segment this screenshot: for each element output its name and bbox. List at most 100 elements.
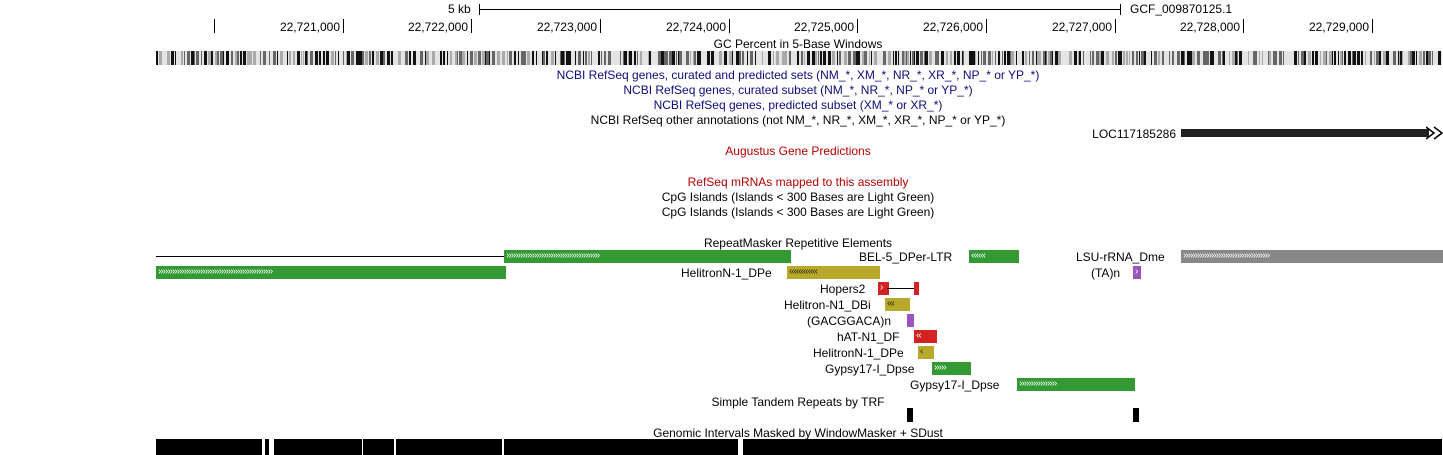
- gene-feature[interactable]: [1181, 129, 1429, 137]
- repeat-label-hat[interactable]: hAT-N1_DF: [837, 330, 900, 344]
- gc-window-bar: [502, 51, 505, 65]
- gc-window-bar: [220, 51, 223, 65]
- gc-window-bar: [1298, 51, 1299, 65]
- gc-window-bar: [1118, 51, 1119, 65]
- gc-percent-track[interactable]: [156, 51, 1442, 65]
- repeat-feature-ltr-left[interactable]: ››››››››››››››››››››››››››››››››››››››››…: [156, 266, 506, 279]
- repeat-feature-gacggaca[interactable]: [907, 314, 914, 327]
- track-title-gc-percent[interactable]: GC Percent in 5-Base Windows: [713, 37, 883, 51]
- track-title-refseq-other[interactable]: NCBI RefSeq other annotations (not NM_*,…: [590, 113, 1006, 127]
- repeat-connector-line: [156, 256, 506, 257]
- gc-window-bar: [1248, 51, 1249, 65]
- track-title-cpg-islands-2[interactable]: CpG Islands (Islands < 300 Bases are Lig…: [661, 205, 935, 219]
- ruler-position-label: 22,729,000: [1308, 20, 1369, 34]
- gc-window-bar: [208, 51, 211, 65]
- gc-window-bar: [862, 51, 864, 65]
- windowmasker-interval[interactable]: [363, 439, 394, 455]
- repeat-feature-hopers2-b[interactable]: [914, 282, 919, 295]
- repeat-label-helitron-2[interactable]: HelitronN-1_DPe: [813, 346, 904, 360]
- repeat-feature-gypsy-2[interactable]: ››››››››››››››››: [1017, 378, 1135, 391]
- gc-window-bar: [1002, 51, 1003, 65]
- gc-window-bar: [546, 51, 547, 65]
- gc-window-bar: [338, 51, 339, 65]
- track-title-augustus[interactable]: Augustus Gene Predictions: [725, 144, 871, 158]
- track-title-refseq-all[interactable]: NCBI RefSeq genes, curated and predicted…: [556, 68, 1040, 82]
- repeat-label-gacggaca[interactable]: (GACGGACA)n: [807, 314, 892, 328]
- repeat-feature-lsu[interactable]: ›››››››››››››››››››››››››››››››››››››: [1181, 250, 1443, 263]
- gc-window-bar: [1259, 51, 1260, 65]
- gc-window-bar: [628, 51, 629, 65]
- repeat-label-helitron[interactable]: HelitronN-1_DPe: [681, 266, 772, 280]
- gc-window-bar: [1074, 51, 1077, 65]
- gc-window-bar: [929, 51, 930, 65]
- gc-window-bar: [1237, 51, 1238, 65]
- windowmasker-interval[interactable]: [743, 439, 1442, 455]
- repeat-label-helitron-dbi[interactable]: Helitron-N1_DBi: [784, 298, 871, 312]
- windowmasker-interval[interactable]: [156, 439, 262, 455]
- gc-window-bar: [661, 51, 664, 65]
- repeat-feature-helitron-2[interactable]: ‹: [918, 346, 934, 359]
- repeat-label-ta[interactable]: (TA)n: [1091, 266, 1121, 280]
- windowmasker-interval[interactable]: [265, 439, 269, 455]
- track-title-refseq-predicted[interactable]: NCBI RefSeq genes, predicted subset (XM_…: [653, 98, 943, 112]
- track-title-cpg-islands[interactable]: CpG Islands (Islands < 300 Bases are Lig…: [661, 190, 935, 204]
- track-title-refseq-curated[interactable]: NCBI RefSeq genes, curated subset (NM_*,…: [623, 83, 973, 97]
- gc-window-bar: [568, 51, 571, 65]
- repeat-label-gypsy-2[interactable]: Gypsy17-I_Dpse: [910, 378, 1000, 392]
- gc-window-bar: [1352, 51, 1353, 65]
- gc-window-bar: [1011, 51, 1014, 65]
- repeat-label-gypsy-1[interactable]: Gypsy17-I_Dpse: [825, 362, 915, 376]
- gc-window-bar: [1197, 51, 1200, 65]
- track-title-refseq-mrna[interactable]: RefSeq mRNAs mapped to this assembly: [687, 175, 909, 189]
- gc-window-bar: [815, 51, 817, 65]
- gc-window-bar: [1090, 51, 1091, 65]
- track-title-windowmasker[interactable]: Genomic Intervals Masked by WindowMasker…: [653, 426, 943, 440]
- windowmasker-interval[interactable]: [504, 439, 738, 455]
- gc-window-bar: [231, 51, 233, 65]
- gc-window-bar: [742, 51, 744, 65]
- repeat-feature-hopers2-a[interactable]: ›: [878, 282, 889, 295]
- gc-window-bar: [1151, 51, 1152, 65]
- gc-window-bar: [797, 51, 799, 65]
- repeat-label-bel5[interactable]: BEL-5_DPer-LTR: [859, 250, 953, 264]
- gc-window-bar: [972, 51, 975, 65]
- gc-window-bar: [1048, 51, 1050, 65]
- gc-window-bar: [1409, 51, 1410, 65]
- ruler-tick: [214, 19, 215, 33]
- gc-window-bar: [156, 51, 158, 65]
- trf-feature[interactable]: [907, 408, 913, 422]
- gc-window-bar: [598, 51, 600, 65]
- repeat-label-lsu[interactable]: LSU-rRNA_Dme: [1076, 250, 1165, 264]
- gc-window-bar: [729, 51, 732, 65]
- repeat-feature-ltr[interactable]: ››››››››››››››››››››››››››››››››››››››››: [504, 250, 791, 263]
- repeat-feature-helitron-dbi[interactable]: ‹‹‹: [885, 298, 910, 311]
- track-title-trf[interactable]: Simple Tandem Repeats by TRF: [711, 395, 885, 409]
- windowmasker-interval[interactable]: [396, 439, 502, 455]
- windowmasker-interval[interactable]: [274, 439, 362, 455]
- gc-window-bar: [732, 51, 733, 65]
- gc-window-bar: [1438, 51, 1441, 65]
- gc-window-bar: [1353, 51, 1356, 65]
- gc-window-bar: [226, 51, 227, 65]
- gc-window-bar: [1154, 51, 1157, 65]
- repeat-feature-gypsy-1[interactable]: ›››››: [932, 362, 971, 375]
- gc-window-bar: [457, 51, 458, 65]
- gc-window-bar: [768, 51, 771, 65]
- gene-label[interactable]: LOC117185286: [1092, 127, 1176, 141]
- gc-window-bar: [1332, 51, 1333, 65]
- gc-window-bar: [1342, 51, 1343, 65]
- trf-feature[interactable]: [1133, 408, 1139, 422]
- gc-window-bar: [678, 51, 679, 65]
- gc-window-bar: [372, 51, 374, 65]
- repeat-feature-bel5[interactable]: ‹‹‹‹‹‹: [969, 250, 1019, 263]
- gc-window-bar: [1279, 51, 1282, 65]
- repeat-feature-hat[interactable]: ‹‹: [914, 330, 937, 343]
- repeat-feature-helitron[interactable]: ‹‹‹‹‹‹‹‹‹‹‹‹: [787, 266, 880, 279]
- repeat-label-hopers2[interactable]: Hopers2: [820, 282, 866, 296]
- gc-window-bar: [1096, 51, 1099, 65]
- repeat-feature-ta[interactable]: ›: [1133, 266, 1141, 279]
- track-title-repeatmasker[interactable]: RepeatMasker Repetitive Elements: [703, 236, 893, 250]
- gc-window-bar: [536, 51, 537, 65]
- gc-window-bar: [1101, 51, 1104, 65]
- gc-window-bar: [676, 51, 677, 65]
